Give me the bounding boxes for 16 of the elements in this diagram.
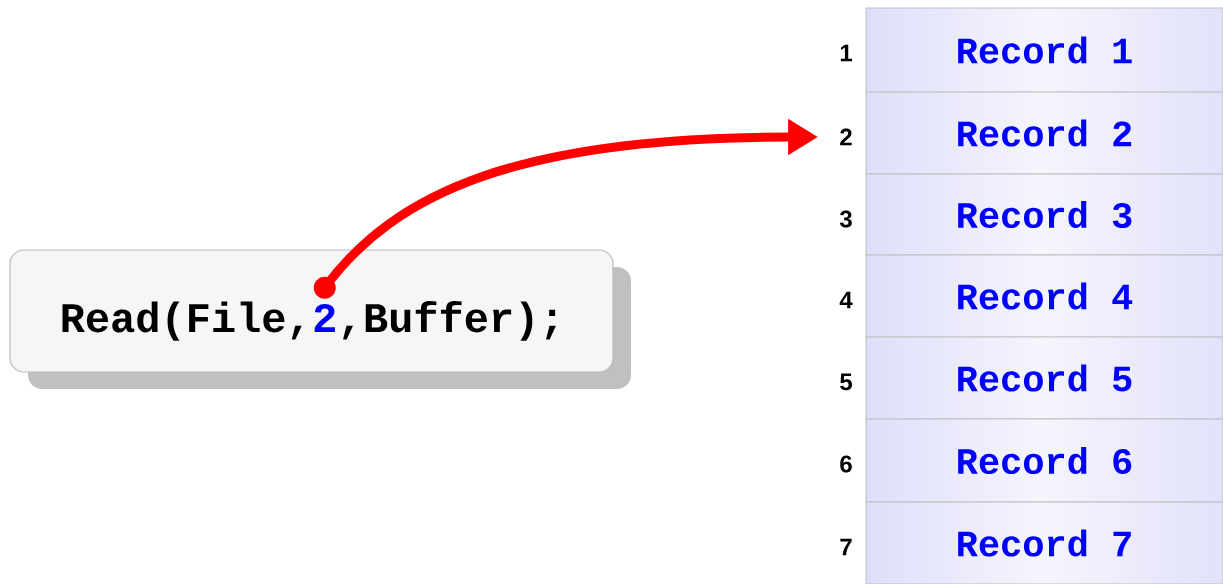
record-row: Record 5 [865, 336, 1223, 420]
row-number: 2 [840, 128, 852, 146]
row-number: 3 [839, 210, 852, 228]
row-number: 7 [840, 538, 852, 556]
record-row: Record 4 [865, 254, 1223, 338]
record-row: Record 1 [865, 7, 1223, 93]
row-number: 5 [840, 373, 852, 391]
record-row: Record 3 [865, 173, 1223, 256]
code-text: ,Buffer); [343, 300, 556, 341]
argument-text: 2 [314, 303, 335, 332]
record-row: Record 7 [865, 501, 1223, 584]
row-number: 4 [839, 291, 853, 309]
record-row: Record 6 [865, 418, 1223, 503]
row-number: 1 [840, 44, 852, 62]
record-row: Record 2 [865, 91, 1223, 175]
row-number: 6 [840, 455, 852, 473]
